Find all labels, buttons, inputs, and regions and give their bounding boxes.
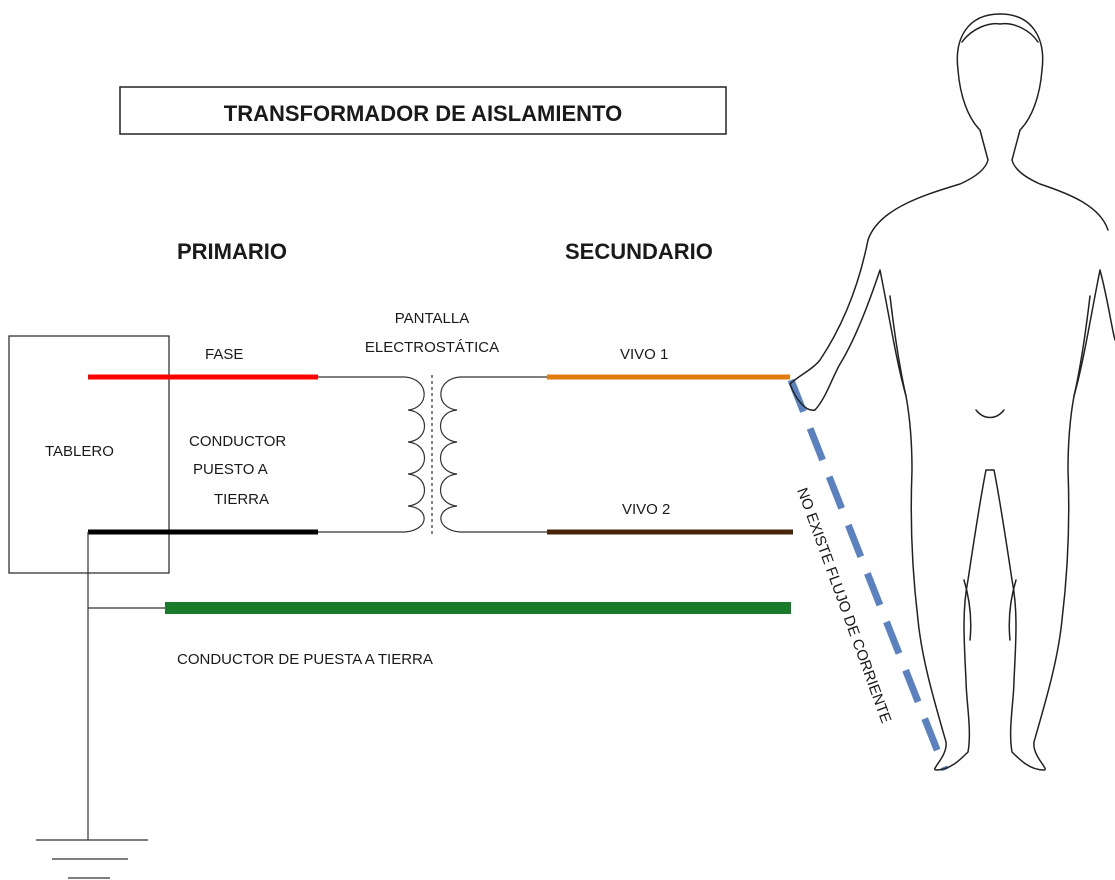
secondary-winding bbox=[440, 376, 547, 533]
no-current-label: NO EXISTE FLUJO DE CORRIENTE bbox=[793, 486, 894, 726]
neutral-label-line3: TIERRA bbox=[214, 491, 269, 508]
neutral-label-line1: CONDUCTOR bbox=[189, 433, 286, 450]
human-silhouette-icon bbox=[789, 13, 1115, 771]
live2-label: VIVO 2 bbox=[622, 501, 670, 518]
neutral-label-line2: PUESTO A bbox=[193, 461, 268, 478]
primary-label: PRIMARIO bbox=[177, 239, 287, 264]
current-path bbox=[787, 378, 949, 772]
ground-lead bbox=[87, 532, 165, 840]
live1-label: VIVO 1 bbox=[620, 346, 668, 363]
ground-conductor-label: CONDUCTOR DE PUESTA A TIERRA bbox=[177, 651, 433, 668]
phase-label: FASE bbox=[205, 346, 243, 363]
secondary-label: SECUNDARIO bbox=[565, 239, 713, 264]
screen-label-line2: ELECTROSTÁTICA bbox=[365, 339, 499, 356]
panel-box: TABLERO bbox=[8, 335, 170, 574]
panel-label: TABLERO bbox=[45, 443, 114, 460]
transformer-coil-icon bbox=[404, 376, 425, 533]
diagram-title: TRANSFORMADOR DE AISLAMIENTO bbox=[224, 101, 622, 126]
screen-label-line1: PANTALLA bbox=[395, 310, 469, 327]
title-box: TRANSFORMADOR DE AISLAMIENTO bbox=[119, 86, 727, 135]
ground-symbol-icon bbox=[36, 839, 148, 879]
primary-winding bbox=[318, 376, 425, 533]
